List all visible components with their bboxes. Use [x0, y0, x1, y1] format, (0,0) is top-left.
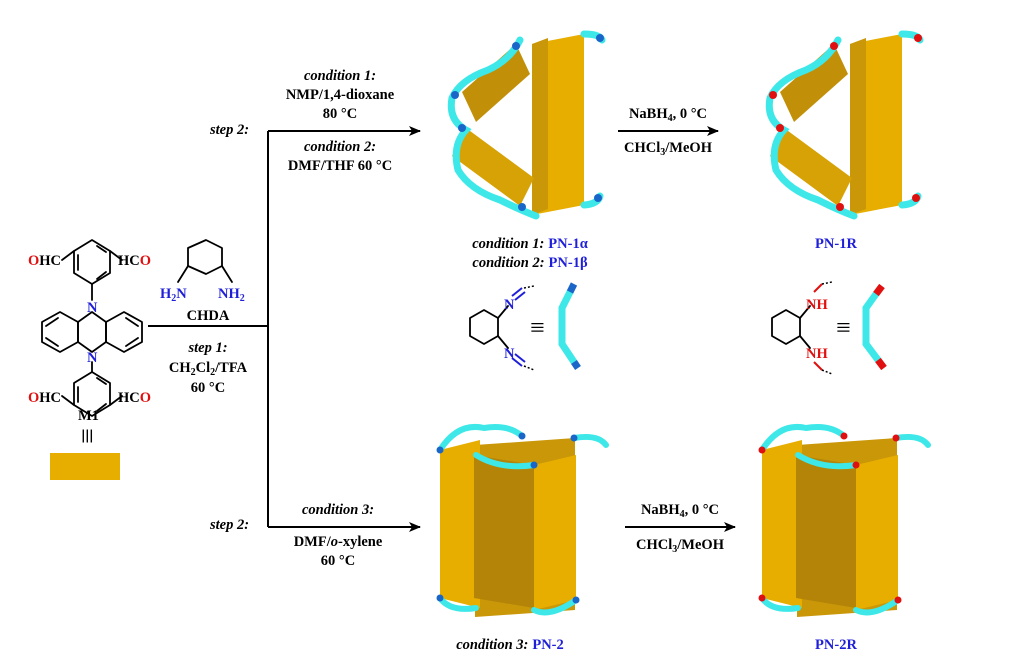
pn2-cage-model — [436, 424, 609, 617]
monomer-label: M1 — [78, 408, 99, 424]
upper-reduction-solvent: CHCl3/MeOH — [624, 140, 713, 158]
svg-text:condition 1:PN-1α: condition 1:PN-1α — [472, 236, 588, 252]
pn2-cond3-title: condition 3: — [456, 637, 528, 653]
amine-equiv-symbol: ≡ — [836, 313, 851, 342]
pn1-alpha-label: PN-1α — [548, 236, 588, 252]
aldehyde-o-bottom-right: O — [140, 390, 151, 406]
monomer-m1-structure — [41, 239, 143, 417]
chda-label: CHDA — [187, 308, 230, 324]
condition2-title: condition 2: — [304, 139, 376, 155]
chda-nh-right-sub: 2 — [240, 293, 245, 304]
pn1r-label: PN-1R — [815, 236, 857, 252]
monomer-panel-icon — [50, 453, 120, 480]
step1-label: step 1: — [187, 340, 227, 356]
aldehyde-o-bottom-left: O — [28, 390, 39, 406]
svg-text:condition 2:PN-1β: condition 2: PN-1β — [472, 255, 588, 271]
pn1-cond2-title: condition 2: — [472, 255, 544, 271]
aldehyde-hc-bottom-left: HC — [39, 390, 61, 406]
pn2r-cage-model — [758, 424, 931, 617]
aldehyde-hc-bottom-right: HC — [118, 390, 140, 406]
condition2-solvent: DMF/THF 60 °C — [288, 158, 392, 174]
step1-solvent: CH2Cl2/TFA — [169, 360, 248, 378]
pn1-cond1-title: condition 1: — [472, 236, 544, 252]
amine-linker-icon — [862, 283, 887, 371]
chda-h-left-sub: 2 — [171, 293, 176, 304]
aldehyde-hc-top-left: HC — [39, 253, 61, 269]
amine-nh-bottom: NH — [806, 346, 828, 362]
svg-text:OHC: OHC — [28, 253, 61, 269]
pn1-beta-label: PN-1β — [549, 255, 588, 271]
amine-linker-structure — [771, 281, 833, 375]
lower-reduction-reagent: NaBH4, 0 °C — [641, 502, 719, 520]
step1-temperature: 60 °C — [191, 380, 225, 396]
imine-linker-structure — [469, 285, 535, 371]
condition3-title: condition 3: — [302, 502, 374, 518]
amine-nh-top: NH — [806, 297, 828, 313]
condition3-temperature: 60 °C — [321, 553, 355, 569]
condition1-title: condition 1: — [304, 68, 376, 84]
svg-text:OHC: OHC — [28, 390, 61, 406]
imine-equiv-symbol: ≡ — [530, 313, 545, 342]
aldehyde-o-top-left: O — [28, 253, 39, 269]
svg-text:H2N: H2N — [160, 286, 187, 304]
phenazine-n-top: N — [87, 300, 98, 316]
svg-text:NH2: NH2 — [218, 286, 245, 304]
aldehyde-o-top-right: O — [140, 253, 151, 269]
condition1-temperature: 80 °C — [323, 106, 357, 122]
chda-structure — [177, 239, 233, 283]
imine-linker-icon — [558, 282, 581, 370]
upper-reduction-reagent: NaBH4, 0 °C — [629, 106, 707, 124]
lower-step2-label: step 2: — [209, 517, 249, 533]
phenazine-n-bottom: N — [87, 350, 98, 366]
pn1-cage-model — [447, 30, 606, 220]
upper-step2-label: step 2: — [209, 122, 249, 138]
condition1-solvent: NMP/1,4-dioxane — [286, 87, 395, 103]
aldehyde-hc-top-right: HC — [118, 253, 140, 269]
chda-h-left: H — [160, 286, 172, 302]
imine-n-bottom: N — [504, 346, 515, 362]
chda-nh-right: NH — [218, 286, 240, 302]
svg-text:condition 3:PN-2: condition 3:PN-2 — [456, 637, 564, 653]
svg-text:HCO: HCO — [118, 253, 151, 269]
imine-n-top: N — [504, 297, 515, 313]
condition3-solvent: DMF/o-xylene — [294, 534, 383, 550]
lower-reduction-solvent: CHCl3/MeOH — [636, 537, 725, 555]
pn1r-cage-model — [765, 30, 924, 220]
chda-n-left: N — [176, 286, 187, 302]
pn2-label: PN-2 — [532, 637, 563, 653]
svg-text:HCO: HCO — [118, 390, 151, 406]
pn2r-label: PN-2R — [815, 637, 857, 653]
monomer-equiv-symbol: ≡ — [71, 428, 102, 444]
